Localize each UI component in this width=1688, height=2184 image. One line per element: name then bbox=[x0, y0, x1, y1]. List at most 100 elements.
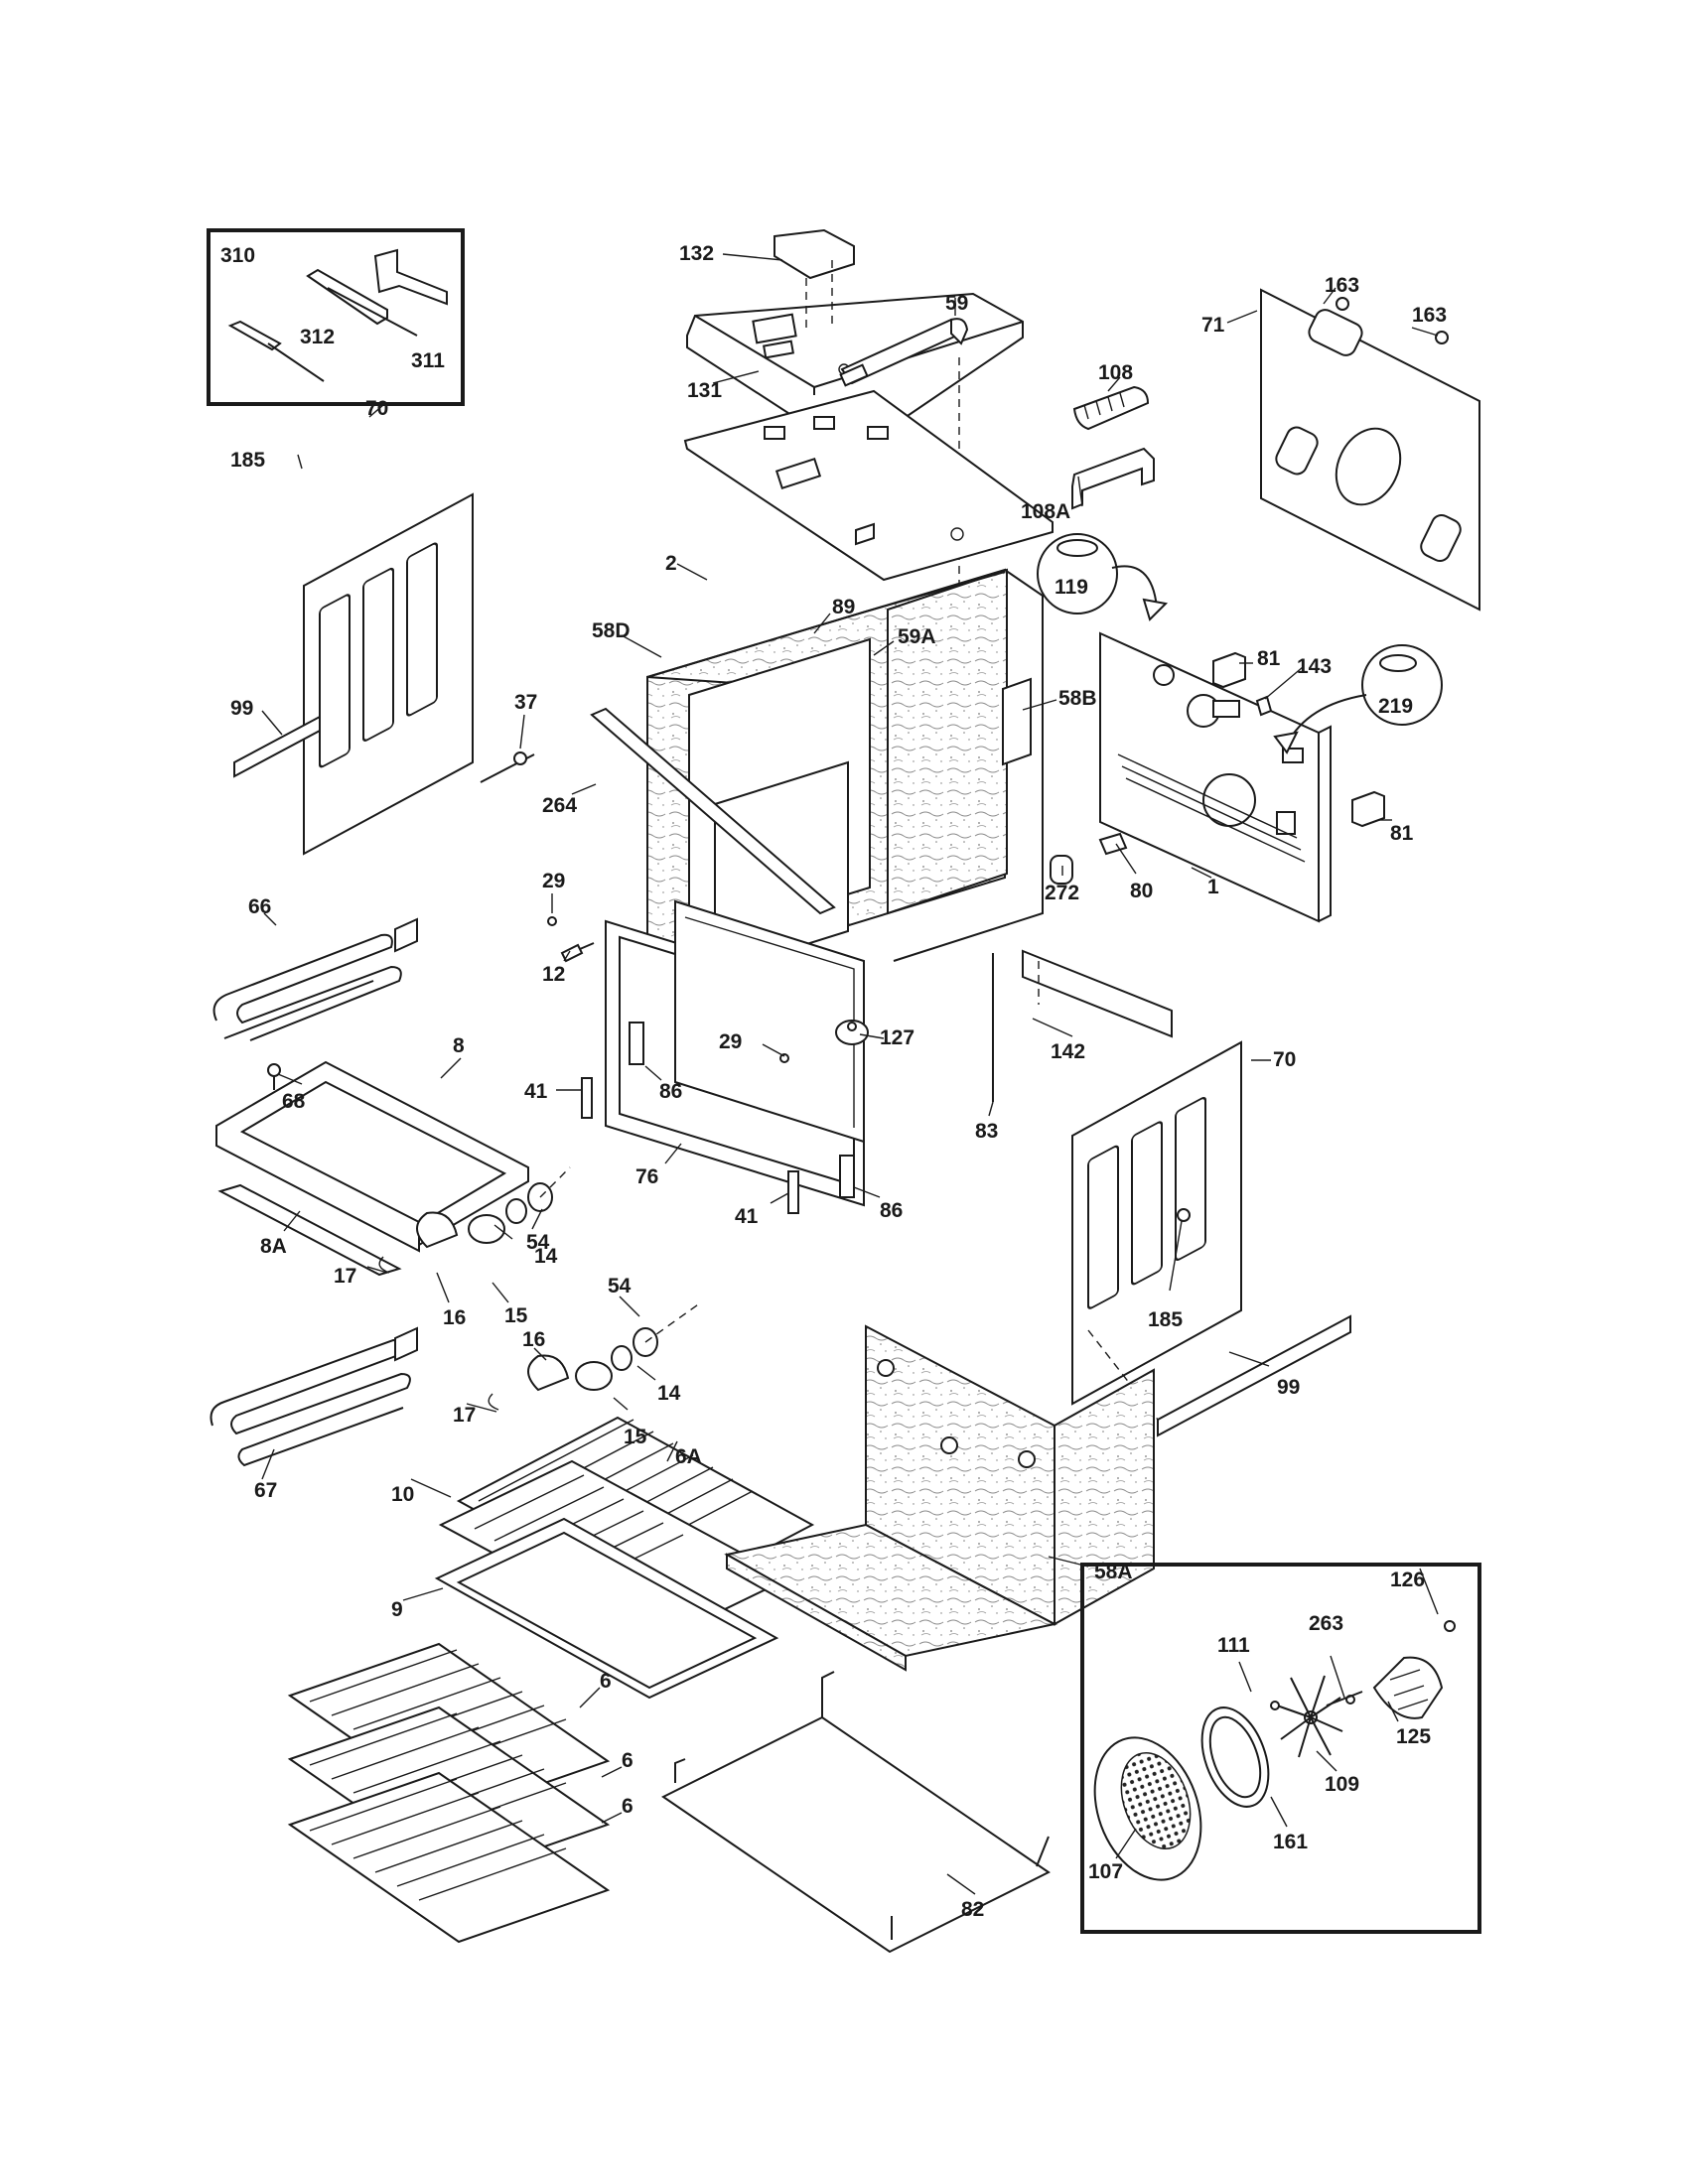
screw-12 bbox=[560, 942, 595, 963]
callout-81-upper: 81 bbox=[1257, 647, 1281, 670]
fan-bracket-108A bbox=[1071, 447, 1155, 510]
callout-143: 143 bbox=[1297, 655, 1332, 678]
callout-15-upper: 15 bbox=[504, 1304, 528, 1327]
probe-37 bbox=[480, 751, 535, 783]
screw-29-inside bbox=[779, 1053, 789, 1063]
callout-185-upper: 185 bbox=[230, 449, 265, 472]
callout-6-middle: 6 bbox=[622, 1749, 633, 1772]
light-assembly-lower bbox=[488, 1327, 658, 1411]
inset-convection-fan bbox=[1080, 1563, 1481, 1934]
callout-125: 125 bbox=[1396, 1725, 1431, 1748]
clip-80 bbox=[1098, 832, 1128, 856]
vent-duct-59 bbox=[839, 318, 969, 387]
relay-81-top bbox=[1212, 651, 1246, 689]
side-panel-70-right bbox=[1071, 1040, 1242, 1406]
thermostat-219-detail bbox=[1273, 644, 1443, 754]
callout-41-lower: 41 bbox=[735, 1205, 759, 1228]
callout-99-upper: 99 bbox=[230, 697, 253, 720]
front-frame-76 bbox=[605, 899, 865, 1207]
fan-motor-108 bbox=[1072, 385, 1150, 431]
screw-29-top bbox=[547, 916, 557, 926]
callout-6-bottom: 6 bbox=[622, 1795, 633, 1818]
back-panel-1 bbox=[1099, 631, 1332, 923]
callout-163-upper: 163 bbox=[1325, 274, 1359, 297]
callout-68: 68 bbox=[282, 1090, 306, 1113]
callout-10: 10 bbox=[391, 1483, 414, 1506]
hinge-41-lower bbox=[787, 1170, 799, 1214]
relay-81-bottom bbox=[1351, 790, 1385, 828]
broil-element-66 bbox=[212, 917, 418, 1041]
callout-8: 8 bbox=[453, 1034, 465, 1057]
callout-83: 83 bbox=[975, 1120, 998, 1143]
oven-cavity-insulation bbox=[646, 568, 1044, 989]
hinge-86-lower bbox=[839, 1155, 855, 1198]
callout-6-top: 6 bbox=[600, 1670, 612, 1693]
callout-labels: 310 312 311 132 131 59 163 163 71 108 10… bbox=[220, 242, 1447, 1921]
callout-108: 108 bbox=[1098, 361, 1133, 384]
hinge-86-upper bbox=[629, 1022, 644, 1065]
hinge-41-upper bbox=[581, 1077, 593, 1119]
callout-89: 89 bbox=[832, 596, 855, 618]
callout-59: 59 bbox=[945, 292, 968, 315]
callout-119: 119 bbox=[1055, 576, 1088, 599]
callout-70-lower: 70 bbox=[1273, 1048, 1296, 1071]
callout-107: 107 bbox=[1088, 1860, 1123, 1883]
callout-126: 126 bbox=[1390, 1569, 1425, 1591]
callout-29-upper: 29 bbox=[542, 870, 565, 892]
thermostat-127 bbox=[835, 1020, 869, 1045]
callout-312: 312 bbox=[300, 326, 335, 348]
trim-99-right bbox=[1157, 1314, 1351, 1437]
thermostat-119-detail bbox=[1037, 533, 1169, 621]
broil-pan-9 bbox=[434, 1517, 779, 1700]
leader-lines bbox=[261, 253, 1439, 1895]
callout-58A: 58A bbox=[1094, 1561, 1133, 1583]
oven-top-2 bbox=[683, 389, 1054, 582]
callout-272: 272 bbox=[1045, 882, 1079, 904]
callout-111: 111 bbox=[1217, 1634, 1250, 1657]
screw-68 bbox=[267, 1063, 281, 1090]
callout-16-upper: 16 bbox=[443, 1306, 466, 1329]
callout-14-lower: 14 bbox=[657, 1382, 681, 1405]
convection-motor-125 bbox=[1326, 1656, 1444, 1719]
callout-17-upper: 17 bbox=[334, 1265, 356, 1288]
callout-14-upper: 14 bbox=[534, 1245, 558, 1268]
callout-310: 310 bbox=[220, 244, 255, 267]
callout-142: 142 bbox=[1051, 1040, 1085, 1063]
fan-blade-109 bbox=[1276, 1675, 1343, 1758]
bracket-143 bbox=[1255, 695, 1273, 717]
callout-264: 264 bbox=[542, 794, 577, 817]
callout-54-lower: 54 bbox=[608, 1275, 632, 1297]
side-panel-70-left bbox=[303, 492, 474, 856]
callout-76: 76 bbox=[635, 1165, 658, 1188]
trim-99-left bbox=[233, 715, 321, 778]
callout-15-lower: 15 bbox=[624, 1426, 647, 1448]
trim-142 bbox=[1022, 949, 1173, 1038]
callout-99-lower: 99 bbox=[1277, 1376, 1300, 1399]
callout-132: 132 bbox=[679, 242, 714, 265]
callout-185-lower: 185 bbox=[1148, 1308, 1183, 1331]
callout-8A: 8A bbox=[260, 1235, 287, 1258]
callout-17-lower: 17 bbox=[453, 1404, 476, 1427]
callout-66: 66 bbox=[248, 895, 271, 918]
insulation-58B-tab bbox=[1002, 677, 1032, 766]
callout-86-upper: 86 bbox=[659, 1080, 682, 1103]
callout-2: 2 bbox=[665, 552, 677, 575]
callout-16-lower: 16 bbox=[522, 1328, 545, 1351]
callout-263: 263 bbox=[1309, 1612, 1343, 1635]
callout-82: 82 bbox=[961, 1898, 984, 1921]
callout-80: 80 bbox=[1130, 880, 1153, 902]
callout-1: 1 bbox=[1207, 876, 1219, 898]
rail-264 bbox=[590, 707, 836, 915]
callout-12: 12 bbox=[542, 963, 565, 986]
light-assembly-upper bbox=[378, 1182, 553, 1274]
callout-67: 67 bbox=[254, 1479, 277, 1502]
callout-29-inside: 29 bbox=[719, 1030, 742, 1053]
bottom-tray-82 bbox=[661, 1671, 1051, 1954]
callout-58B: 58B bbox=[1058, 687, 1097, 710]
callout-131: 131 bbox=[687, 379, 722, 402]
callout-219: 219 bbox=[1378, 695, 1413, 718]
callout-41-upper: 41 bbox=[524, 1080, 548, 1103]
callout-37: 37 bbox=[514, 691, 537, 714]
cover-plate-132 bbox=[774, 228, 855, 280]
